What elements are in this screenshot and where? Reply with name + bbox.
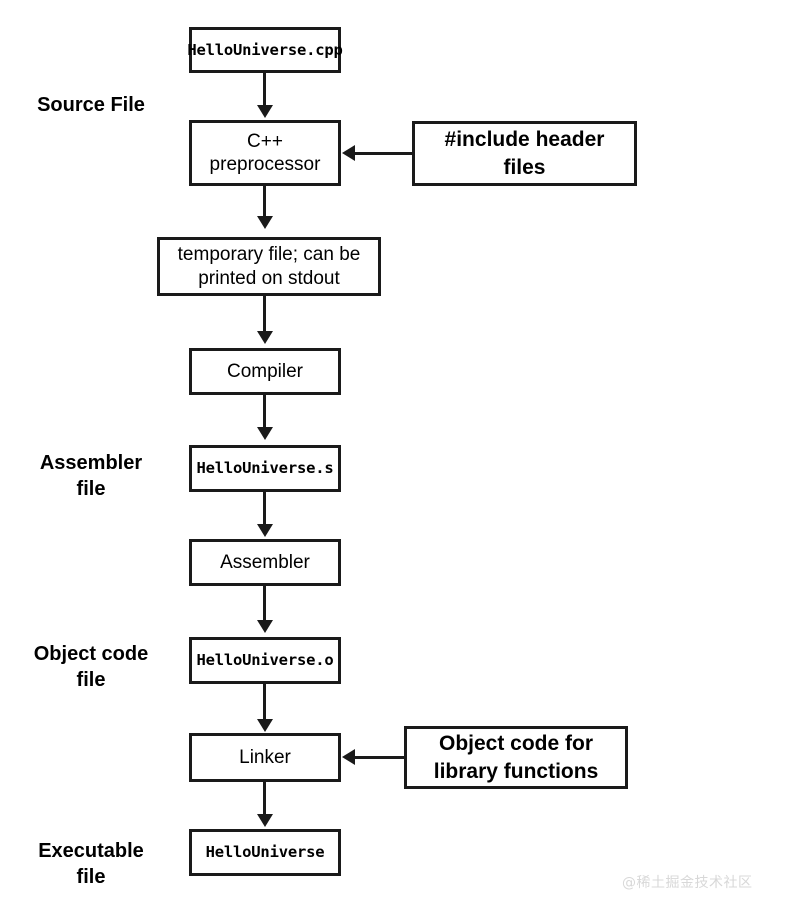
connector-hellouniverse-s-to-assembler: [263, 492, 266, 527]
connector-compiler-to-hellouniverse-s: [263, 395, 266, 430]
node-hellouniverse-o[interactable]: HelloUniverse.o: [189, 637, 341, 684]
node-temporary-file-label: temporary file; can be printed on stdout: [177, 244, 361, 289]
connector-temporary-file-to-compiler: [263, 296, 266, 334]
arrowhead-temporary-file-to-compiler: [257, 331, 273, 344]
node-compiler-label: Compiler: [226, 360, 304, 382]
connector-preprocessor-to-temporary-file: [263, 186, 266, 219]
node-include-header-files-label: #include header files: [444, 128, 605, 179]
arrowhead-hellouniverse-o-to-linker: [257, 719, 273, 732]
node-hellouniverse-cpp-label: HelloUniverse.cpp: [187, 40, 343, 59]
watermark-text: @稀土掘金技术社区: [622, 875, 753, 891]
node-object-code-library[interactable]: Object code for library functions: [404, 726, 628, 789]
arrowhead-assembler-to-hellouniverse-o: [257, 620, 273, 633]
arrowhead-hellouniverse-s-to-assembler: [257, 524, 273, 537]
node-hellouniverse-exe[interactable]: HelloUniverse: [189, 829, 341, 876]
node-include-header-files[interactable]: #include header files: [412, 121, 637, 186]
connector-linker-to-executable: [263, 782, 266, 817]
node-cpp-preprocessor[interactable]: C++ preprocessor: [189, 120, 341, 186]
connector-library-to-linker: [355, 756, 405, 759]
row-label-executable-file: Executable file: [38, 840, 144, 888]
node-hellouniverse-cpp[interactable]: HelloUniverse.cpp: [187, 27, 343, 73]
arrowhead-include-to-preprocessor: [342, 145, 355, 161]
node-assembler[interactable]: Assembler: [189, 539, 341, 586]
node-cpp-preprocessor-label: C++ preprocessor: [209, 130, 321, 175]
arrowhead-compiler-to-hellouniverse-s: [257, 427, 273, 440]
row-label-object-code-file: Object code file: [33, 643, 149, 691]
row-label-source-file: Source File: [37, 94, 145, 116]
node-object-code-library-label: Object code for library functions: [433, 732, 599, 783]
node-assembler-label: Assembler: [220, 551, 310, 573]
arrowhead-library-to-linker: [342, 749, 355, 765]
row-label-assembler-file: Assembler file: [39, 452, 143, 500]
node-hellouniverse-o-label: HelloUniverse.o: [196, 651, 334, 670]
connector-hellouniverse-o-to-linker: [263, 684, 266, 722]
node-temporary-file[interactable]: temporary file; can be printed on stdout: [157, 237, 381, 296]
arrowhead-cpp-to-preprocessor: [257, 105, 273, 118]
node-linker-label: Linker: [239, 746, 291, 768]
node-hellouniverse-exe-label: HelloUniverse: [205, 843, 325, 862]
node-hellouniverse-s[interactable]: HelloUniverse.s: [189, 445, 341, 492]
connector-include-to-preprocessor: [355, 152, 413, 155]
node-compiler[interactable]: Compiler: [189, 348, 341, 395]
arrowhead-preprocessor-to-temporary-file: [257, 216, 273, 229]
connector-assembler-to-hellouniverse-o: [263, 586, 266, 623]
arrowhead-linker-to-executable: [257, 814, 273, 827]
node-hellouniverse-s-label: HelloUniverse.s: [196, 459, 334, 478]
node-linker[interactable]: Linker: [189, 733, 341, 782]
connector-cpp-to-preprocessor: [263, 73, 266, 108]
